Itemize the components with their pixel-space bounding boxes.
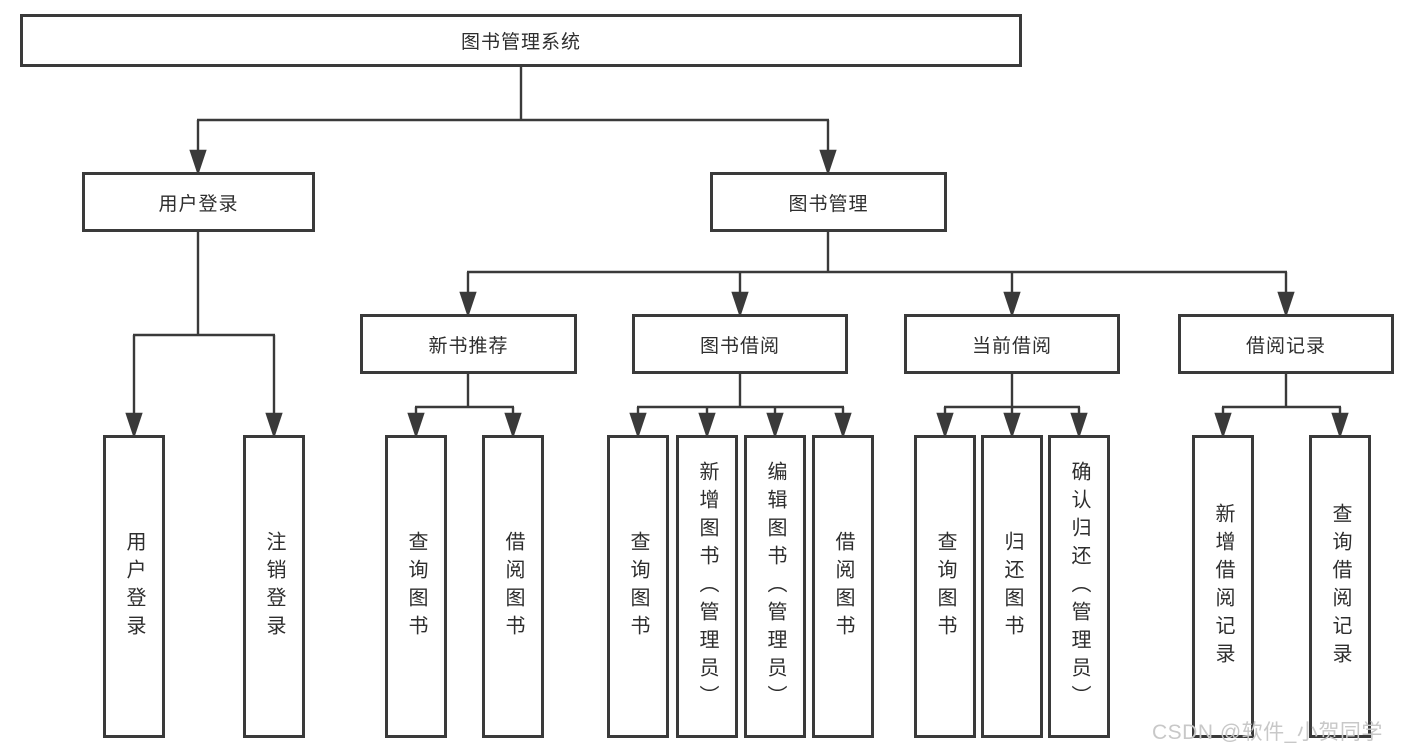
leaf-recommend-query-books: 查询图书 [385, 435, 447, 738]
leaf-user-login: 用户登录 [103, 435, 165, 738]
node-borrowing-records: 借阅记录 [1178, 314, 1394, 374]
edge-user-login-to-children [125, 231, 283, 439]
edge-borrowing-records-to-children [1214, 373, 1349, 439]
edge-current-borrowing-to-children [936, 373, 1088, 439]
edge-root-to-level2 [189, 66, 837, 176]
node-current-borrowing: 当前借阅 [904, 314, 1120, 374]
leaf-logout: 注销登录 [243, 435, 305, 738]
leaf-borrowing-add-books-admin: 新增图书（管理员） [676, 435, 738, 738]
node-book-management: 图书管理 [710, 172, 947, 232]
node-user-login: 用户登录 [82, 172, 315, 232]
leaf-current-confirm-return-admin: 确认归还（管理员） [1048, 435, 1110, 738]
leaf-current-return-books: 归还图书 [981, 435, 1043, 738]
leaf-borrowing-borrow-books: 借阅图书 [812, 435, 874, 738]
leaf-records-query-record: 查询借阅记录 [1309, 435, 1371, 738]
leaf-records-add-record: 新增借阅记录 [1192, 435, 1254, 738]
leaf-recommend-borrow-books: 借阅图书 [482, 435, 544, 738]
node-library-management-system: 图书管理系统 [20, 14, 1022, 67]
edge-book-management-to-children [459, 231, 1295, 318]
node-book-borrowing: 图书借阅 [632, 314, 848, 374]
edge-new-book-recommend-to-children [407, 373, 522, 439]
node-new-book-recommend: 新书推荐 [360, 314, 577, 374]
edge-book-borrowing-to-children [629, 373, 852, 439]
leaf-borrowing-edit-books-admin: 编辑图书（管理员） [744, 435, 806, 738]
leaf-borrowing-query-books: 查询图书 [607, 435, 669, 738]
leaf-current-query-books: 查询图书 [914, 435, 976, 738]
csdn-watermark: CSDN @软件_小贺同学 [1152, 721, 1383, 744]
